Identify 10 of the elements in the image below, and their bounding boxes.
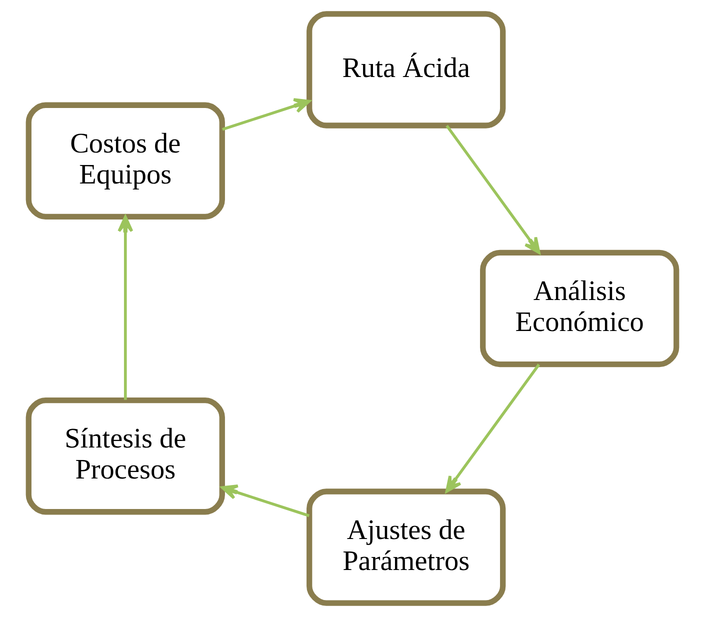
node-box: Ruta Ácida — [306, 11, 506, 128]
node-box: Análisis Económico — [480, 250, 679, 368]
arrow — [221, 98, 310, 131]
node-box: Costos de Equipos — [25, 102, 224, 220]
arrow — [445, 124, 540, 254]
arrow — [444, 364, 540, 493]
node-box: Ajustes de Parámetros — [306, 488, 506, 606]
arrow — [117, 216, 133, 400]
node-box: Síntesis de Procesos — [25, 397, 224, 515]
arrow — [220, 484, 310, 518]
